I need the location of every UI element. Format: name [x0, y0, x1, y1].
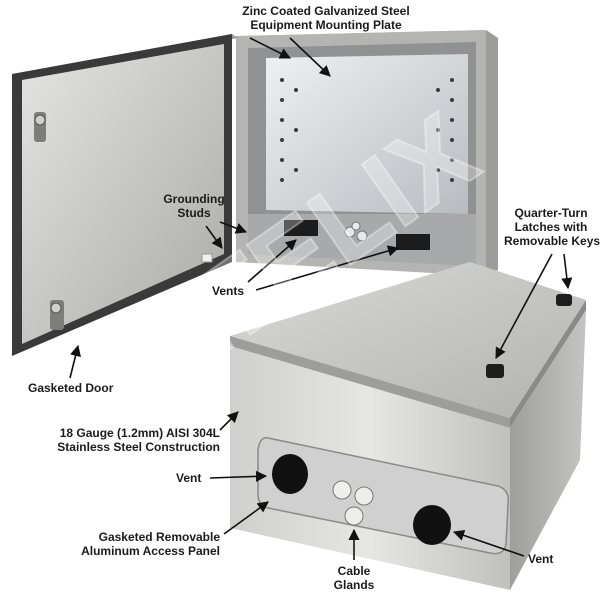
arrow-grounding-b [219, 221, 248, 234]
vent-right [413, 505, 451, 545]
lid-lip-side [510, 300, 586, 428]
side-face [510, 310, 586, 590]
label-mounting-plate-line2: Equipment Mounting Plate [250, 18, 402, 32]
cable-gland [354, 486, 374, 506]
arrow-latch-b [495, 253, 553, 359]
grounding-stud [344, 226, 356, 238]
interior-vent-left [284, 220, 318, 236]
label-gasketed-door: Gasketed Door [28, 381, 114, 395]
closed-enclosure [230, 262, 586, 590]
lid-lip-front [230, 336, 510, 428]
arrow-vent-b [255, 245, 400, 291]
door-latch-bottom-bolt [50, 302, 62, 314]
label-construction-line2: Stainless Steel Construction [57, 440, 220, 454]
open-enclosure [236, 30, 498, 276]
label-grounding-line2: Studs [177, 206, 211, 220]
mounting-plate-holes [280, 78, 454, 182]
enclosure-side-face [486, 30, 498, 276]
label-cable-glands: Cable Glands [324, 564, 384, 592]
quarter-turn-latch [486, 364, 504, 378]
label-construction: 18 Gauge (1.2mm) AISI 304L Stainless Ste… [30, 426, 220, 454]
label-vent-right: Vent [528, 552, 554, 566]
label-vent-left: Vent [176, 471, 202, 485]
arrow-mounting-plate-b [289, 37, 331, 77]
arrow-vent-left [209, 470, 268, 482]
label-grounding-studs: Grounding Studs [154, 192, 234, 220]
arrow-mounting-plate-a [249, 37, 292, 59]
open-door [12, 34, 238, 356]
cable-gland [344, 506, 364, 526]
door-panel [22, 44, 224, 344]
label-cable-glands-line1: Cable [337, 564, 371, 578]
label-latches: Quarter-Turn Latches with Removable Keys [504, 206, 600, 248]
arrow-grounding-a [205, 225, 223, 249]
cable-gland [332, 480, 352, 500]
label-latches-line3: Removable Keys [504, 234, 600, 248]
arrow-vent-a [247, 239, 297, 283]
arrow-construction [219, 411, 239, 431]
label-construction-line1: 18 Gauge (1.2mm) AISI 304L [59, 426, 220, 440]
vent-left [272, 454, 308, 494]
grounding-stud [351, 221, 361, 231]
quarter-turn-latch [556, 294, 572, 306]
label-latches-line1: Quarter-Turn [514, 206, 588, 220]
callout-arrows [69, 37, 573, 560]
label-grounding-line1: Grounding [163, 192, 225, 206]
label-access-panel: Gasketed Removable Aluminum Access Panel [60, 530, 220, 558]
interior-vent-right [396, 234, 430, 250]
lid-top [230, 262, 586, 418]
label-vents: Vents [212, 284, 245, 298]
label-mounting-plate-line1: Zinc Coated Galvanized Steel [242, 4, 410, 18]
arrow-latch-a [561, 253, 573, 290]
grounding-stud [356, 230, 368, 242]
mounting-plate [266, 54, 468, 214]
label-mounting-plate: Zinc Coated Galvanized Steel Equipment M… [226, 4, 426, 32]
label-access-panel-line1: Gasketed Removable [98, 530, 220, 544]
door-tag [201, 253, 213, 263]
arrow-panel [223, 501, 269, 535]
label-access-panel-line2: Aluminum Access Panel [81, 544, 220, 558]
label-cable-glands-line2: Glands [333, 578, 375, 592]
arrow-door [69, 344, 81, 379]
arrow-vent-right [452, 529, 525, 557]
label-latches-line2: Latches with [514, 220, 588, 234]
door-latch-top-bolt [34, 114, 46, 126]
